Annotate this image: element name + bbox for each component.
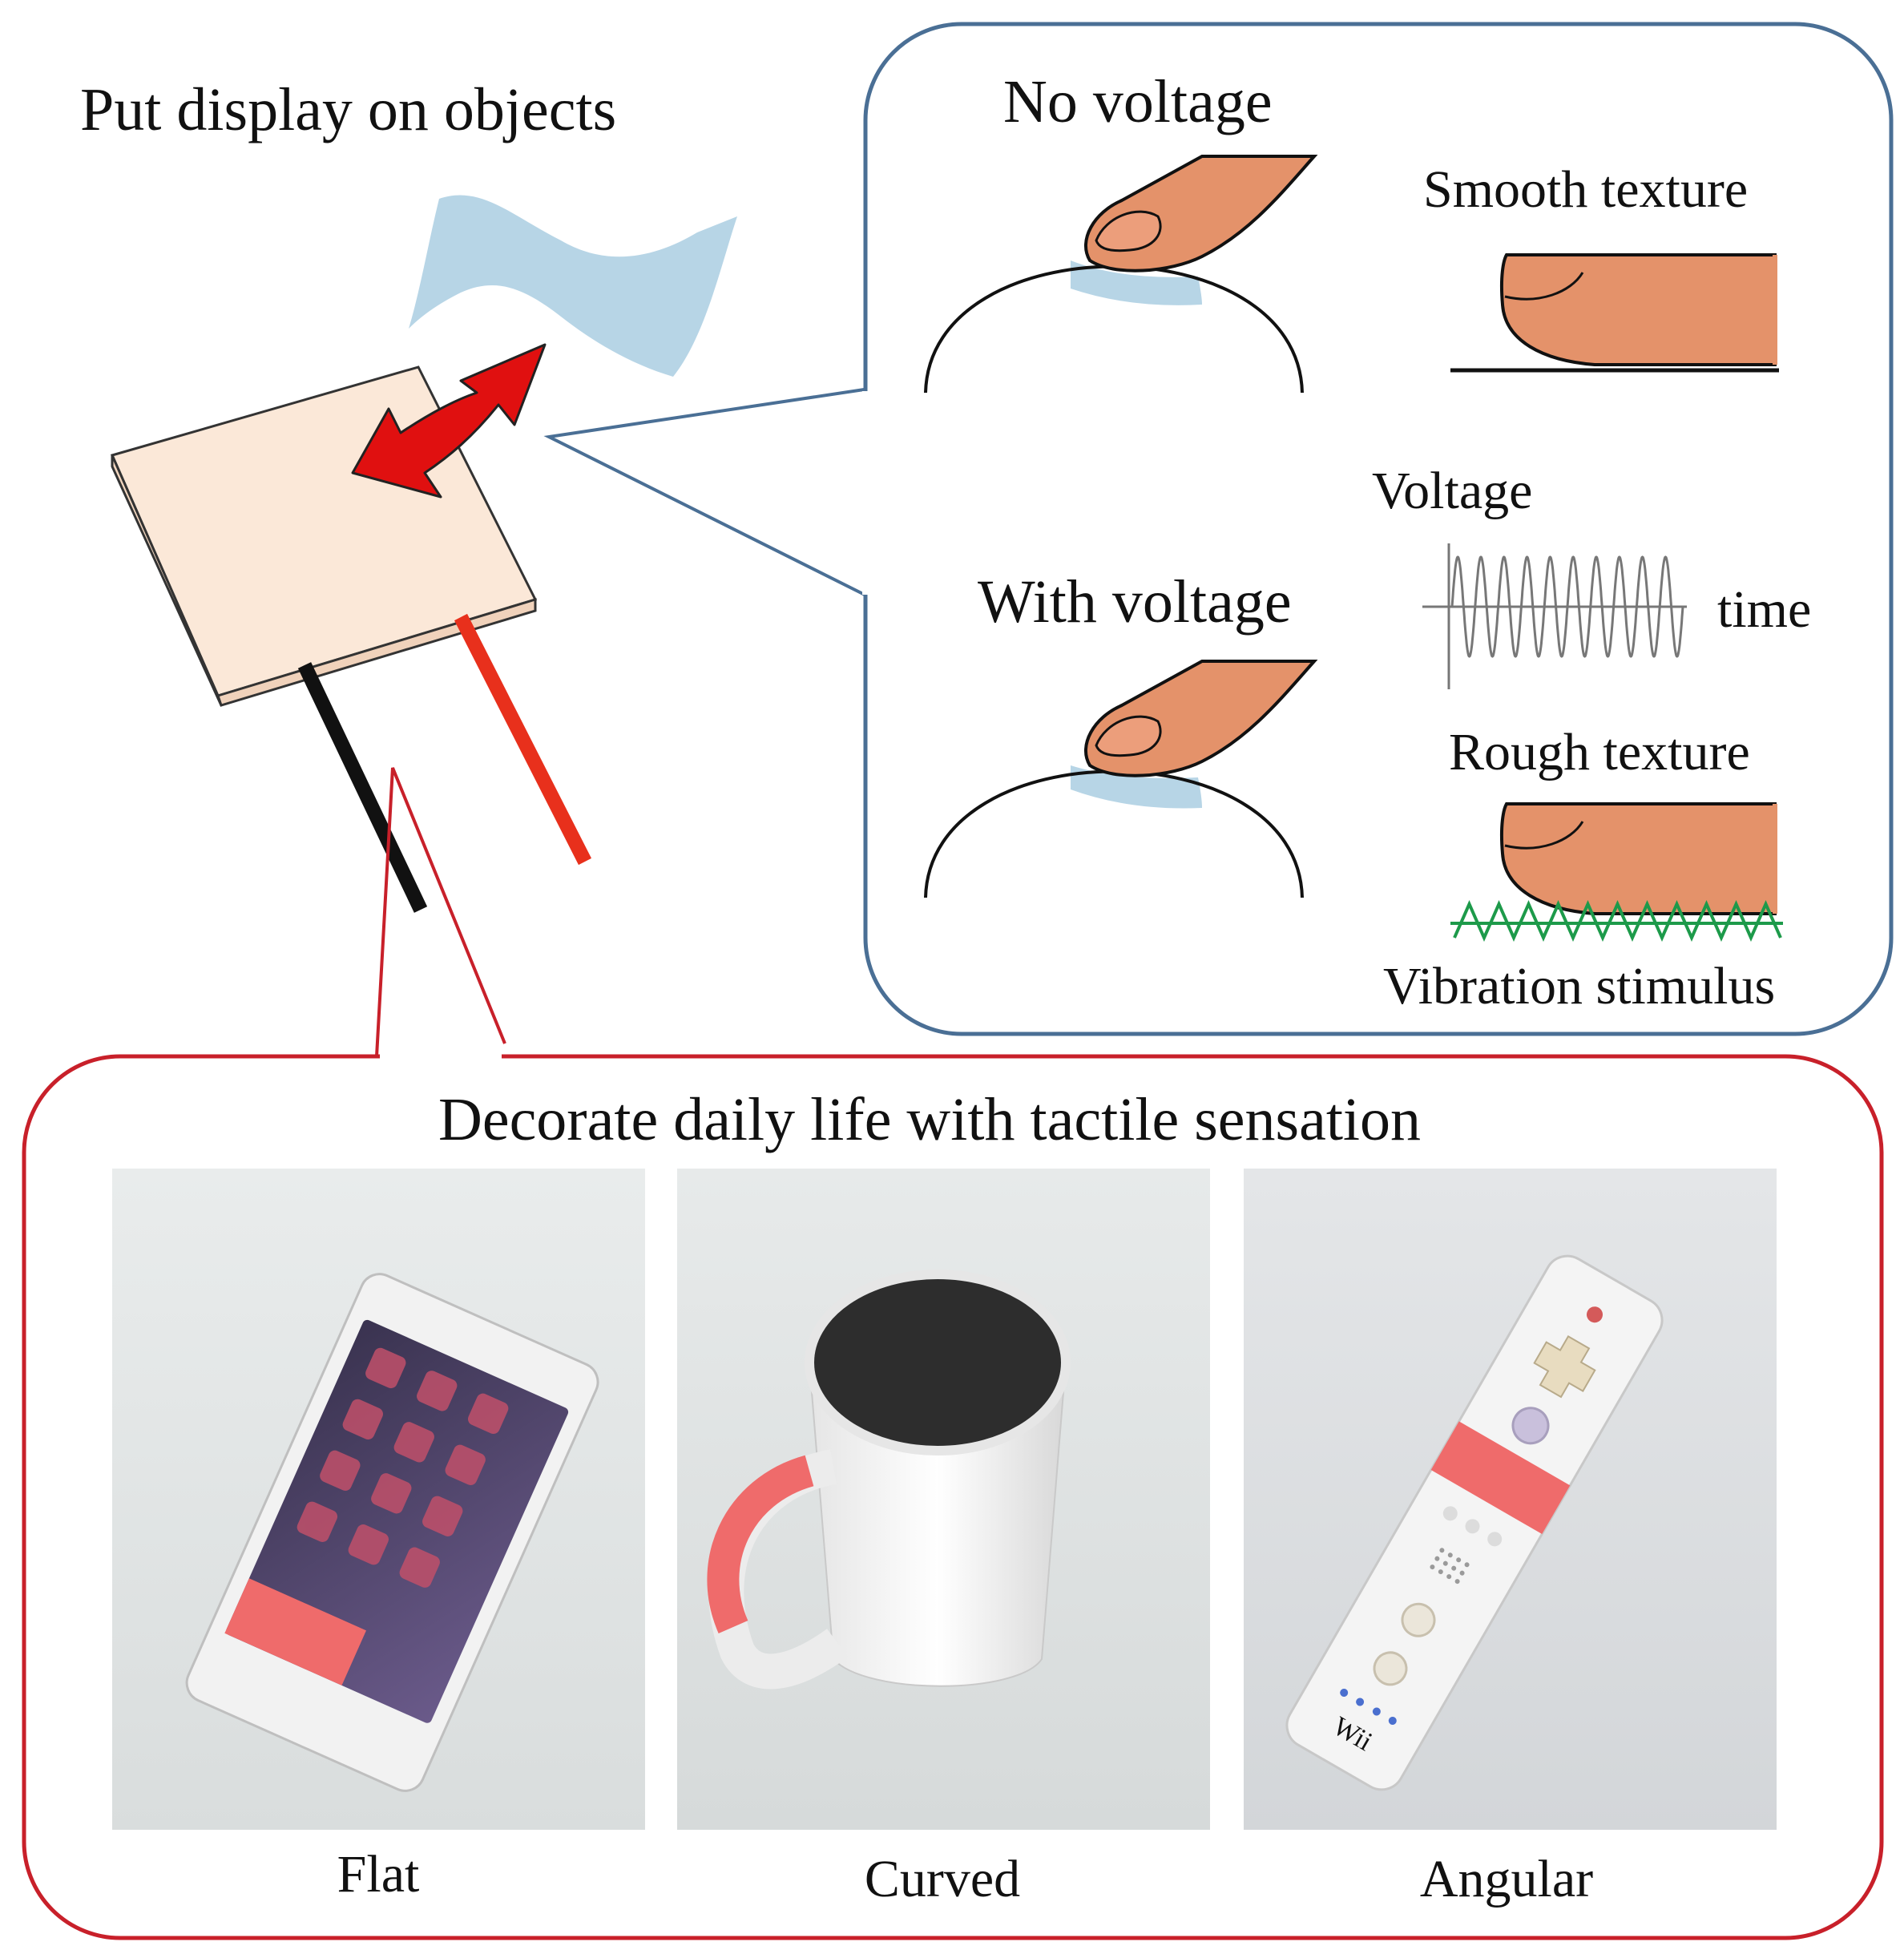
photo-angular-remote: Wii <box>1244 1169 1777 1830</box>
caption-curved: Curved <box>865 1850 1020 1908</box>
applications-title: Decorate daily life with tactile sensati… <box>438 1086 1421 1153</box>
apply-arrow <box>351 343 547 499</box>
caption-angular: Angular <box>1420 1850 1593 1908</box>
smooth-texture-label: Smooth texture <box>1423 160 1748 219</box>
rough-texture-finger <box>1450 802 1783 942</box>
flexible-film <box>409 195 737 377</box>
left-section: Put display on objects <box>80 76 737 913</box>
photo-curved-mug <box>677 1169 1210 1830</box>
finger-on-surface-no-voltage <box>924 155 1318 394</box>
no-voltage-label: No voltage <box>1003 68 1273 135</box>
voltage-explanation-panel: No voltage Smooth texture Voltage time W… <box>543 22 1894 1036</box>
wire-black <box>297 662 428 913</box>
finger-on-surface-with-voltage <box>924 660 1318 898</box>
caption-flat: Flat <box>337 1845 420 1904</box>
smooth-texture-finger <box>1450 253 1779 373</box>
left-title: Put display on objects <box>80 76 616 143</box>
with-voltage-label: With voltage <box>978 568 1292 636</box>
time-axis-label: time <box>1717 580 1811 639</box>
vibration-label: Vibration stimulus <box>1383 957 1775 1015</box>
photo-flat-smartphone <box>112 1169 645 1830</box>
voltage-axis-label: Voltage <box>1372 462 1532 520</box>
applications-panel: Decorate daily life with tactile sensati… <box>22 767 1884 1940</box>
voltage-waveform <box>1422 543 1687 689</box>
wire-red <box>454 613 592 866</box>
rough-texture-label: Rough texture <box>1449 723 1750 781</box>
